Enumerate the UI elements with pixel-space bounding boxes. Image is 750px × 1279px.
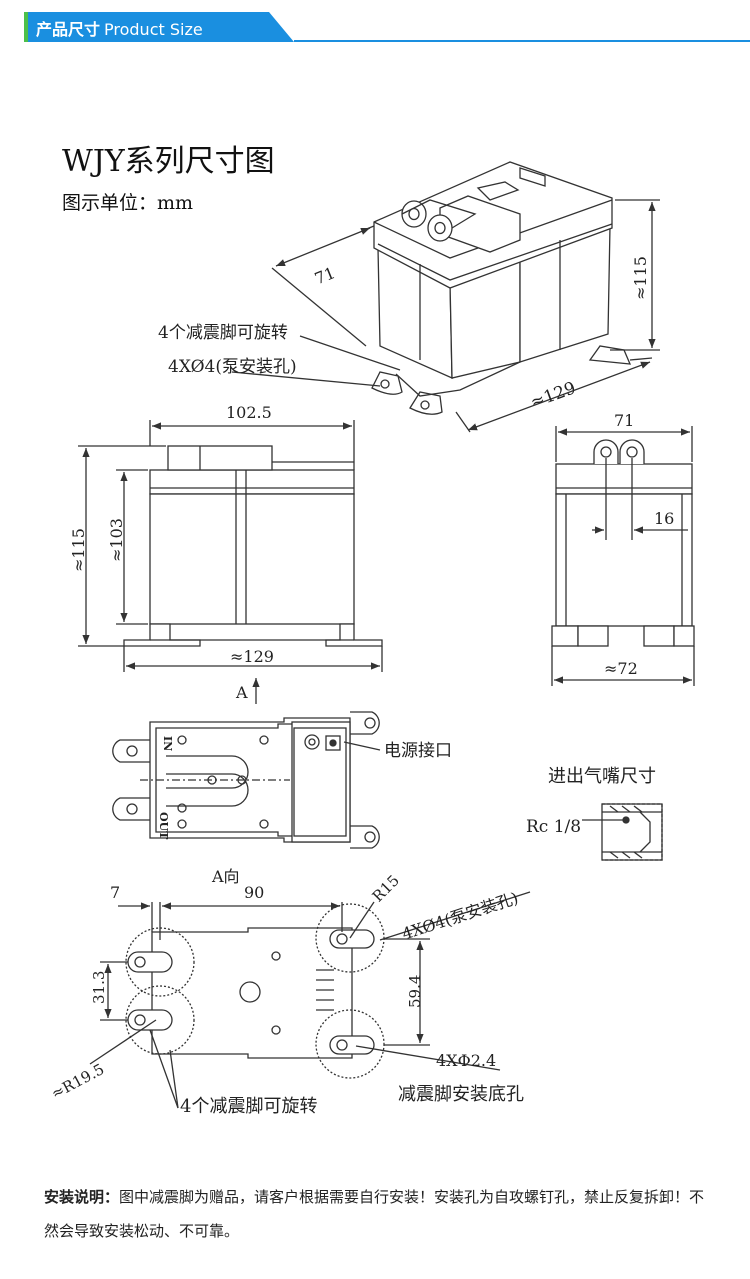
bottom-dim-313: 31.3 <box>90 971 108 1004</box>
header-tab <box>24 12 294 42</box>
side-dim-71: 71 <box>614 411 634 430</box>
front-arrow-label: A <box>235 683 248 702</box>
top-in-label: IN <box>161 736 174 751</box>
front-dim-width: 102.5 <box>226 403 272 422</box>
top-out-label: OUT <box>157 812 170 840</box>
iso-label-holes: 4XØ4(泵安装孔) <box>168 357 297 377</box>
drawing-title: WJY系列尺寸图 <box>62 144 275 179</box>
side-dim-72: ≈72 <box>604 659 638 678</box>
front-dim-129: ≈129 <box>230 647 274 666</box>
front-dim-103: ≈103 <box>107 518 126 562</box>
bottom-label-holes: 4XØ4(泵安装孔) <box>400 888 521 943</box>
nozzle-thread: Rc 1/8 <box>526 817 581 837</box>
bottom-view <box>89 891 531 1109</box>
bottom-dim-r15: R15 <box>369 871 403 905</box>
header-title-cn: 产品尺寸 <box>36 20 101 39</box>
side-dim-16: 16 <box>654 509 674 528</box>
header-rule <box>294 40 750 42</box>
top-view <box>112 711 381 849</box>
header-accent-mark <box>24 12 28 42</box>
front-view <box>78 420 383 704</box>
unit-label: 图示单位：mm <box>62 192 194 214</box>
iso-dim-115: ≈115 <box>631 256 650 300</box>
bottom-dir-label: A向 <box>211 867 240 886</box>
iso-dim-129: ≈129 <box>528 378 579 413</box>
bottom-label-feet: 4个减震脚可旋转 <box>180 1096 317 1117</box>
nozzle-detail <box>582 803 663 861</box>
isometric-view <box>231 161 660 433</box>
bottom-dim-r195: ≈R19.5 <box>48 1060 107 1103</box>
header-title-en: Product Size <box>104 20 203 39</box>
bottom-label-base: 减震脚安装底孔 <box>398 1084 524 1105</box>
nozzle-title: 进出气嘴尺寸 <box>548 766 656 787</box>
install-note-label: 安装说明： <box>44 1188 120 1206</box>
bottom-dim-90: 90 <box>244 883 264 902</box>
iso-dim-71: 71 <box>312 263 338 288</box>
top-power-label: 电源接口 <box>384 741 452 761</box>
front-dim-115: ≈115 <box>69 528 88 572</box>
install-note: 安装说明：图中减震脚为赠品，请客户根据需要自行安装！安装孔为自攻螺钉孔，禁止反复… <box>44 1180 714 1248</box>
iso-label-feet: 4个减震脚可旋转 <box>158 323 288 343</box>
bottom-dim-7: 7 <box>110 883 120 902</box>
bottom-dim-594: 59.4 <box>406 975 424 1008</box>
bottom-dim-24: 4XΦ2.4 <box>436 1051 496 1070</box>
side-view <box>551 426 695 686</box>
install-note-text: 图中减震脚为赠品，请客户根据需要自行安装！安装孔为自攻螺钉孔，禁止反复拆卸！不然… <box>44 1188 705 1240</box>
